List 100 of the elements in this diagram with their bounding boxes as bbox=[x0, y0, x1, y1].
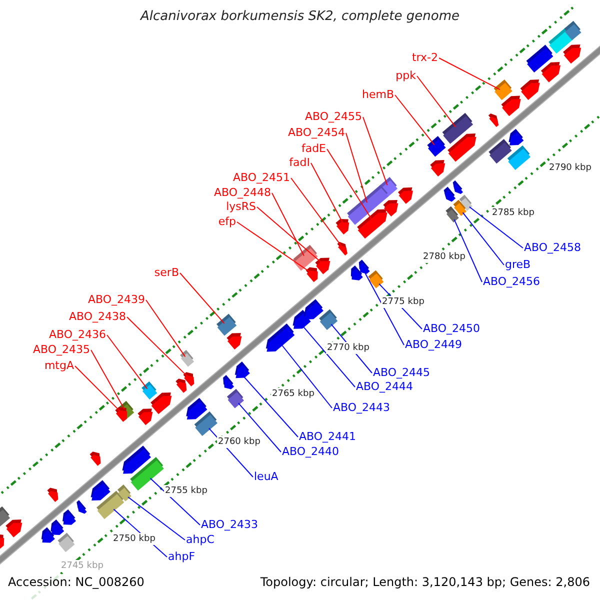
gene-label: ppk bbox=[396, 70, 416, 82]
gene-label: mtgA bbox=[44, 360, 74, 372]
gene-label: leuA bbox=[254, 471, 278, 483]
gene-feature bbox=[150, 392, 172, 414]
gene-label: lysRS bbox=[226, 201, 256, 213]
gene-feature bbox=[122, 446, 151, 474]
gene-feature bbox=[62, 509, 76, 525]
gene-feature bbox=[176, 378, 187, 393]
leader-line bbox=[462, 212, 504, 266]
gene-feature bbox=[76, 500, 87, 514]
gene-feature bbox=[186, 398, 208, 420]
gene-feature bbox=[115, 407, 128, 422]
gene-label: ABO_2448 bbox=[214, 187, 271, 199]
leader-line bbox=[364, 272, 404, 346]
gene-block bbox=[494, 79, 512, 100]
gene-block bbox=[226, 388, 244, 408]
gene-label: ABO_2456 bbox=[483, 276, 540, 288]
leader-line bbox=[302, 326, 356, 388]
gene-label: ABO_2451 bbox=[232, 172, 290, 184]
gene-block bbox=[142, 381, 158, 400]
gene-feature bbox=[358, 260, 370, 274]
scale-label: 2785 kbp bbox=[491, 207, 536, 219]
leader-line bbox=[454, 219, 482, 282]
gene-label: ABO_2458 bbox=[524, 242, 582, 254]
leader-line bbox=[272, 192, 304, 256]
leader-line bbox=[438, 58, 500, 90]
scale-label: 2750 kbp bbox=[112, 533, 156, 545]
gene-block bbox=[58, 532, 75, 552]
leader-line bbox=[238, 402, 282, 452]
gene-label: fadI bbox=[289, 157, 310, 169]
scale-label: 2775 kbp bbox=[381, 296, 426, 308]
gene-label: ABO_2445 bbox=[373, 367, 430, 379]
gene-label: ABO_2439 bbox=[88, 294, 145, 306]
scale-label: 2790 kbp bbox=[548, 162, 592, 174]
leader-line bbox=[106, 334, 148, 390]
gene-feature bbox=[430, 160, 446, 177]
gene-block bbox=[488, 138, 512, 164]
gene-feature bbox=[357, 209, 388, 239]
gene-label: fadE bbox=[301, 143, 326, 155]
gene-feature bbox=[563, 44, 582, 64]
gene-label: hemB bbox=[362, 89, 394, 101]
gene-feature bbox=[304, 299, 324, 320]
gene-feature bbox=[540, 62, 561, 82]
gene-feature bbox=[266, 324, 295, 352]
leader-line bbox=[310, 162, 344, 224]
accession-text: Accession: NC_008260 bbox=[8, 576, 144, 588]
scale-label: 2770 kbp bbox=[326, 342, 370, 354]
leader-line bbox=[74, 366, 121, 412]
gene-feature bbox=[90, 480, 110, 501]
gene-label: ABO_2436 bbox=[48, 329, 106, 341]
leader-line bbox=[256, 206, 322, 264]
gene-feature bbox=[488, 113, 499, 128]
gene-feature bbox=[315, 258, 330, 274]
gene-feature bbox=[448, 134, 476, 162]
topology-text: Topology: circular; Length: 3,120,143 bp; Genes: 2,806 bbox=[260, 576, 590, 588]
map-title: Alcanivorax borkumensis SK2, complete genome bbox=[140, 11, 460, 23]
gene-feature bbox=[234, 362, 250, 378]
gene-feature bbox=[50, 519, 64, 535]
gene-feature bbox=[47, 488, 58, 502]
gene-feature bbox=[398, 187, 413, 204]
gene-feature bbox=[452, 180, 464, 194]
leader-line bbox=[180, 272, 225, 324]
gene-label: ABO_2450 bbox=[423, 323, 480, 335]
gene-block bbox=[319, 309, 338, 330]
scale-label: 2755 kbp bbox=[164, 485, 208, 497]
scale-label: 2780 kbp bbox=[422, 251, 466, 263]
gene-feature bbox=[223, 375, 234, 390]
gene-label: ABO_2435 bbox=[32, 344, 90, 356]
leader-line bbox=[236, 222, 312, 273]
gene-label: ABO_2454 bbox=[288, 127, 345, 139]
gene-feature bbox=[41, 527, 55, 543]
gene-feature bbox=[520, 80, 540, 100]
scale-label: 2765 kbp bbox=[271, 388, 316, 400]
gene-feature bbox=[0, 534, 4, 549]
gene-label: ABO_2443 bbox=[333, 402, 390, 414]
gene-block bbox=[216, 314, 237, 336]
gene-label: ABO_2441 bbox=[299, 431, 356, 443]
gene-feature bbox=[337, 242, 348, 256]
gene-feature bbox=[226, 332, 242, 350]
gene-label: serB bbox=[154, 267, 179, 279]
gene-block bbox=[446, 206, 459, 222]
gene-label: ahpC bbox=[186, 534, 214, 546]
gene-label: ahpF bbox=[168, 551, 196, 563]
leader-line bbox=[362, 116, 388, 186]
leader-line bbox=[126, 316, 188, 378]
gene-label: greB bbox=[505, 259, 531, 271]
gene-feature bbox=[6, 520, 22, 538]
scale-label: 2760 kbp bbox=[217, 436, 262, 448]
leader-line bbox=[290, 178, 342, 247]
leader-line bbox=[346, 132, 368, 204]
gene-label: efp bbox=[218, 216, 236, 228]
gene-block bbox=[427, 136, 446, 157]
gene-feature bbox=[350, 266, 363, 280]
leader-line bbox=[416, 76, 456, 128]
gene-block bbox=[0, 506, 10, 528]
leader-line bbox=[243, 376, 298, 438]
gene-label: ABO_2444 bbox=[356, 381, 414, 393]
gene-block bbox=[368, 270, 384, 288]
gene-block bbox=[507, 145, 531, 170]
gene-feature bbox=[501, 96, 521, 116]
